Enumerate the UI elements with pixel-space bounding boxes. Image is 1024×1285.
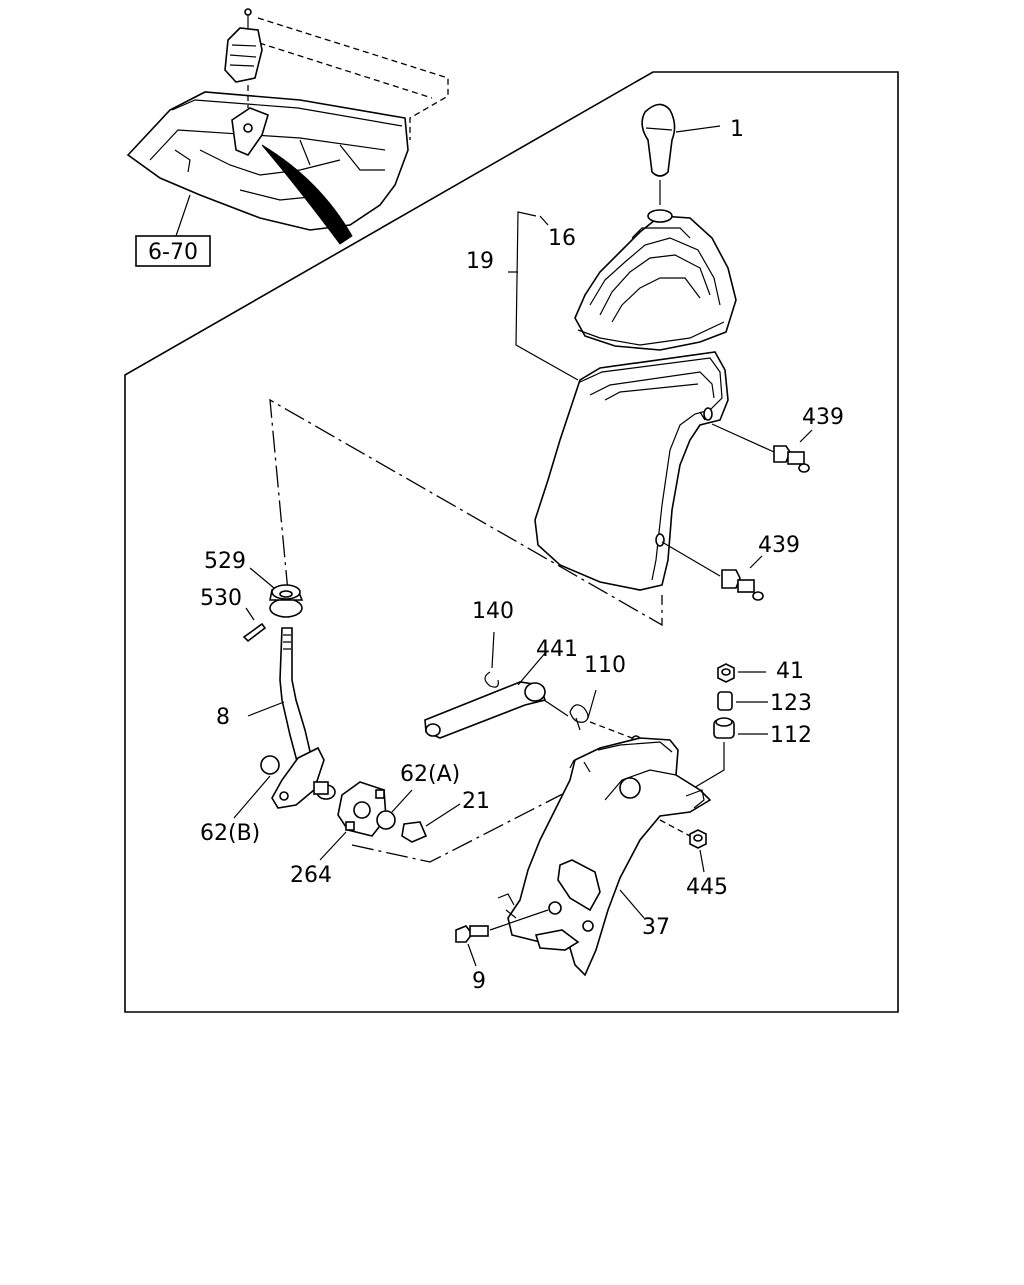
callout-8: 8 <box>216 705 230 730</box>
callout-62b: 62(B) <box>200 821 260 846</box>
part-bushing-21 <box>401 803 461 843</box>
assembly-line-lever <box>269 398 663 627</box>
inset-overview <box>126 8 449 245</box>
reference-label: 6-70 <box>148 240 198 265</box>
part-bushing-62a <box>376 789 413 830</box>
callout-439-upper: 439 <box>802 405 844 430</box>
callout-21: 21 <box>462 789 490 814</box>
callout-264: 264 <box>290 863 332 888</box>
callout-439-lower: 439 <box>758 533 800 558</box>
callout-140: 140 <box>472 599 514 624</box>
part-clip-140 <box>484 631 499 688</box>
callout-41: 41 <box>776 659 804 684</box>
part-nut-445 <box>659 819 707 873</box>
callout-530: 530 <box>200 586 242 611</box>
callout-529: 529 <box>204 549 246 574</box>
callout-16: 16 <box>548 226 576 251</box>
part-bolt-439-upper <box>711 423 813 473</box>
part-boot <box>574 209 737 351</box>
callout-110: 110 <box>584 653 626 678</box>
part-pin-530 <box>242 607 267 643</box>
callout-62a: 62(A) <box>400 762 460 787</box>
callout-37: 37 <box>642 915 670 940</box>
callout-9: 9 <box>472 969 486 994</box>
callout-123: 123 <box>770 691 812 716</box>
callout-19: 19 <box>466 249 494 274</box>
reference-box[interactable]: 6-70 <box>135 235 211 267</box>
part-nut-41 <box>717 663 766 683</box>
callout-1: 1 <box>730 117 744 142</box>
callout-112: 112 <box>770 723 812 748</box>
part-arm-441 <box>424 651 569 739</box>
part-bracket-37 <box>497 737 712 977</box>
callout-441: 441 <box>536 637 578 662</box>
part-plate-264 <box>319 781 387 861</box>
part-knob <box>641 103 721 205</box>
part-bushing-62b <box>233 755 280 819</box>
part-grommet-529 <box>249 567 304 618</box>
part-bolt-439-lower <box>661 541 764 601</box>
callout-445: 445 <box>686 875 728 900</box>
part-spring-110 <box>569 689 641 745</box>
part-console <box>508 211 729 591</box>
part-spacer-123 <box>717 691 768 711</box>
part-bolt-9 <box>455 909 549 967</box>
callout-labels: 1 16 19 439 439 529 530 140 441 110 41 1… <box>200 117 844 994</box>
detail-frame <box>124 71 899 1013</box>
part-lever <box>247 627 336 809</box>
